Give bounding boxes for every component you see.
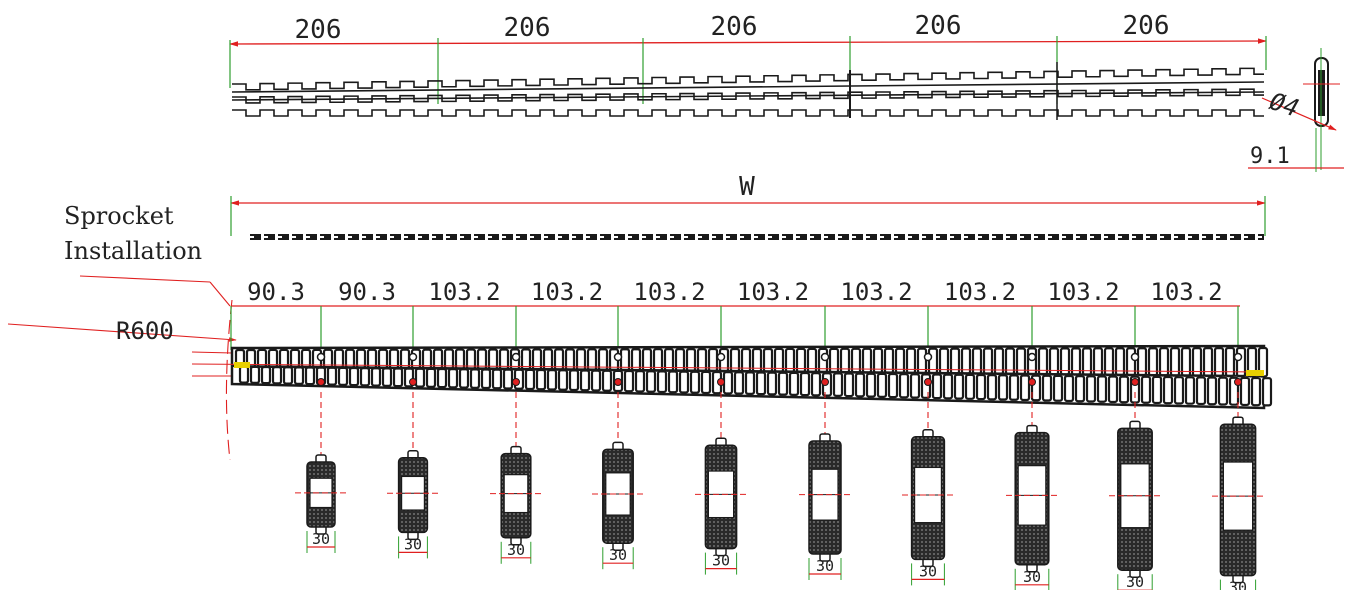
spacing-label: 103.2 <box>1047 278 1119 306</box>
sprocket: 30 <box>490 392 542 564</box>
sprocket: 30 <box>695 392 747 575</box>
sprocket-width-label: 30 <box>816 557 834 575</box>
sprocket-belt <box>191 344 1273 410</box>
title-leader-bend <box>209 281 231 307</box>
sprocket: 30 <box>799 392 851 580</box>
sprocket-width-label: 30 <box>609 546 627 564</box>
segment-label: 206 <box>711 12 758 42</box>
section-title-line1: Sprocket <box>64 202 174 230</box>
segment-label: 206 <box>504 13 551 43</box>
segment-label: 206 <box>295 15 342 45</box>
sprocket: 30 <box>1006 392 1058 590</box>
sprocket-width-label: 30 <box>712 552 730 570</box>
pin-end-left <box>234 362 250 368</box>
spacing-label: 90.3 <box>338 278 396 306</box>
segment-label: 206 <box>915 11 962 41</box>
spacing-label: 90.3 <box>247 278 305 306</box>
spacing-label: 103.2 <box>1150 278 1222 306</box>
sprocket: 30 <box>295 392 347 553</box>
sprocket: 30 <box>592 392 644 570</box>
middle-view: W <box>230 172 1266 240</box>
sprocket-width-label: 30 <box>312 530 330 548</box>
top-dimension-line <box>229 38 1267 47</box>
segment-label: 206 <box>1123 11 1170 41</box>
radius-arc <box>225 299 233 461</box>
spacing-label: 103.2 <box>531 278 603 306</box>
spacing-extension-lines <box>230 306 1239 350</box>
spacing-label: 103.2 <box>944 278 1016 306</box>
sprocket-width-label: 30 <box>1023 568 1041 586</box>
pin-end-right <box>1246 370 1264 376</box>
sprocket-width-label: 30 <box>507 541 525 559</box>
chain-strip <box>232 109 1264 117</box>
sprocket: 30 <box>1109 392 1161 590</box>
top-chain <box>231 62 1265 120</box>
spacing-label: 103.2 <box>840 278 912 306</box>
sprocket-view: Sprocket Installation R600 90.3 90.3 103.2… <box>7 202 1273 590</box>
sprocket: 30 <box>387 392 439 559</box>
sprocket-width-label: 30 <box>919 562 937 580</box>
spacing-label: 103.2 <box>428 278 500 306</box>
radius-leader <box>7 323 237 342</box>
sprocket: 30 <box>1212 392 1264 590</box>
top-view: 206 206 206 206 206 Ø4 9.1 <box>229 11 1344 172</box>
spacing-labels: 90.3 90.3 103.2 103.2 103.2 103.2 103.2 103.2 10… <box>247 278 1223 306</box>
chain-strip <box>232 67 1264 91</box>
thickness-label: 9.1 <box>1250 144 1290 169</box>
width-label: W <box>739 172 755 202</box>
sprocket-width-label: 30 <box>404 535 422 553</box>
side-profile <box>1303 48 1340 170</box>
sprocket: 30 <box>902 392 954 586</box>
section-title-line2: Installation <box>64 237 202 265</box>
title-leader <box>79 275 211 283</box>
sprockets: 30 30 30 30 30 30 30 30 30 30 <box>295 392 1264 590</box>
sprocket-width-label: 30 <box>1229 579 1247 590</box>
sprocket-width-label: 30 <box>1126 573 1144 590</box>
radius-ref-line <box>191 351 233 354</box>
spacing-label: 103.2 <box>633 278 705 306</box>
spacing-label: 103.2 <box>737 278 809 306</box>
radius-label: R600 <box>116 317 174 345</box>
hole-leader <box>1261 97 1337 131</box>
hole-label: Ø4 <box>1266 87 1302 123</box>
